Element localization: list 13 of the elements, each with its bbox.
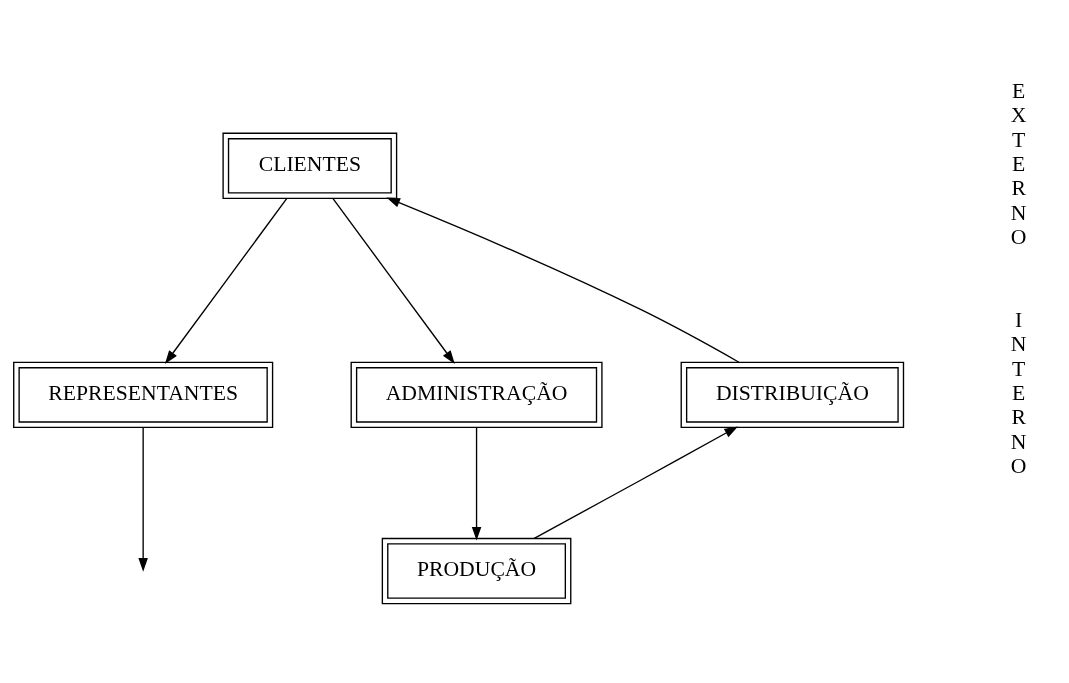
arrow (332, 197, 455, 364)
label: INTERNO (1010, 307, 1027, 478)
node-box: CLIENTES (222, 132, 398, 199)
node-box: ADMINISTRAÇÃO (350, 361, 603, 428)
arrow (533, 425, 738, 539)
arrow (471, 426, 482, 541)
arrow (138, 426, 148, 572)
label: EXTERNO (1010, 78, 1027, 249)
node-box: PRODUÇÃO (381, 537, 572, 604)
arrow (164, 197, 288, 364)
arrow (386, 197, 740, 363)
node-box: REPRESENTANTES (13, 361, 274, 428)
node-box: DISTRIBUIÇÃO (680, 361, 905, 428)
